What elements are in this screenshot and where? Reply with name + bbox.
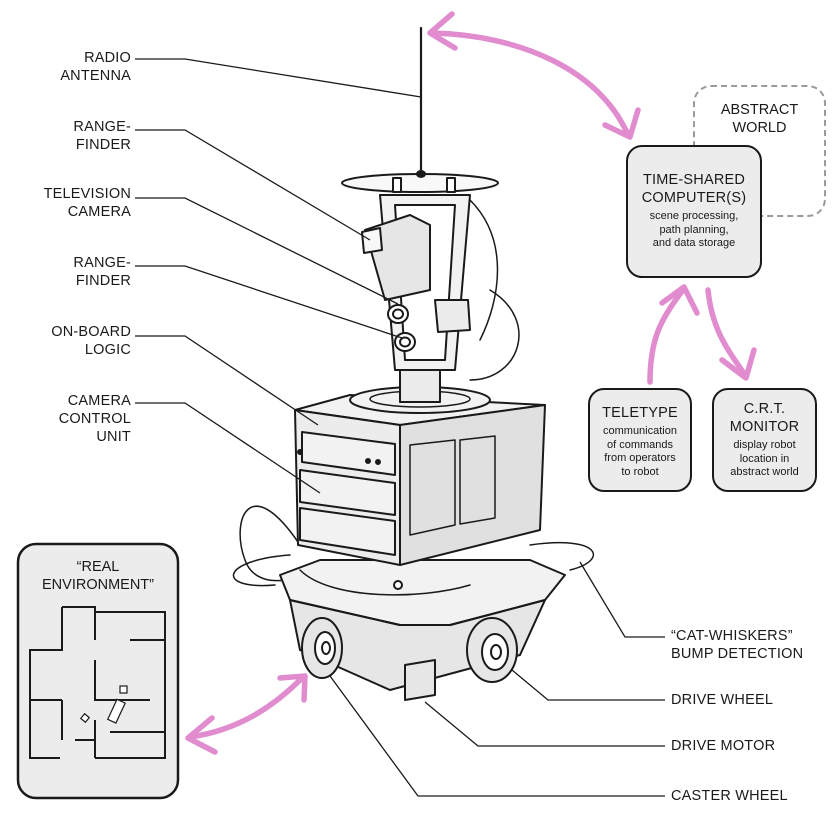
- label-range-finder-bottom: RANGE- FINDER: [73, 254, 131, 290]
- crt-description: display robot location in abstract world: [714, 439, 815, 480]
- teletype-description: communication of commands from operators…: [590, 425, 690, 479]
- label-drive-wheel: DRIVE WHEEL: [671, 691, 773, 709]
- label-camera-control-unit: CAMERA CONTROL UNIT: [59, 392, 131, 446]
- teletype-title: TELETYPE: [590, 404, 690, 422]
- camera-housing: [365, 215, 430, 300]
- range-finder-box: [362, 228, 382, 253]
- crt-title: C.R.T. MONITOR: [714, 400, 815, 436]
- teletype-box: TELETYPE communication of commands from …: [588, 388, 692, 492]
- real-environment-title: “REAL ENVIRONMENT”: [18, 558, 178, 594]
- leader-television-camera: [135, 198, 398, 304]
- label-radio-antenna: RADIO ANTENNA: [60, 49, 131, 85]
- leader-drive-motor: [425, 702, 665, 746]
- label-caster-wheel: CASTER WHEEL: [671, 787, 788, 805]
- right-sensor-block: [435, 300, 470, 332]
- drive-wheel-drawing: [467, 618, 517, 682]
- environment-link-arrow: [190, 678, 302, 737]
- robot-cable: [470, 200, 498, 340]
- abstract-world-title: ABSTRACT WORLD: [693, 101, 826, 137]
- leader-cat-whiskers: [580, 562, 665, 637]
- leader-on-board-logic: [135, 336, 318, 425]
- radio-link-arrow: [432, 33, 628, 135]
- label-drive-motor: DRIVE MOTOR: [671, 737, 775, 755]
- real-environment-object: [120, 686, 127, 693]
- time-shared-computer-box: TIME-SHARED COMPUTER(S) scene processing…: [626, 145, 762, 278]
- leader-camera-control-unit: [135, 403, 320, 493]
- leader-radio-antenna: [135, 59, 421, 97]
- leader-drive-wheel: [512, 670, 665, 700]
- label-cat-whiskers: “CAT-WHISKERS” BUMP DETECTION: [671, 627, 803, 663]
- drive-motor-block: [405, 660, 435, 700]
- crt-monitor-box: C.R.T. MONITOR display robot location in…: [712, 388, 817, 492]
- leader-range-finder-bottom: [135, 266, 402, 338]
- mast-column: [400, 370, 440, 402]
- computer-description: scene processing, path planning, and dat…: [628, 210, 760, 251]
- robot-cable: [470, 290, 519, 380]
- label-television-camera: TELEVISION CAMERA: [44, 185, 131, 221]
- leader-range-finder-top: [135, 130, 370, 240]
- leader-caster-wheel: [330, 676, 665, 796]
- label-on-board-logic: ON-BOARD LOGIC: [51, 323, 131, 359]
- robot-body-side: [400, 405, 545, 565]
- caster-wheel-drawing: [302, 618, 342, 678]
- teletype-arrow: [650, 290, 683, 382]
- label-range-finder-top: RANGE- FINDER: [73, 118, 131, 154]
- computer-title: TIME-SHARED COMPUTER(S): [628, 171, 760, 207]
- robot-illustration: [233, 28, 593, 700]
